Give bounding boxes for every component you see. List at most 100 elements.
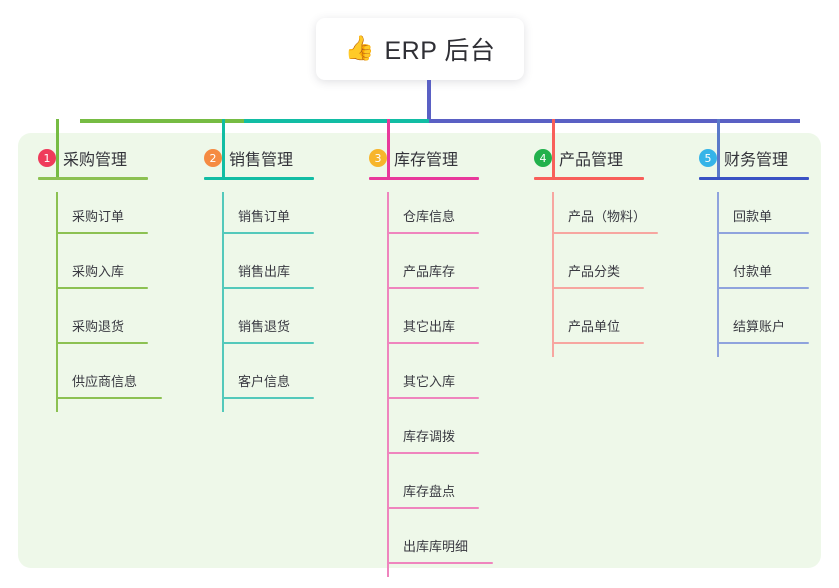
leaf-node-underline xyxy=(387,562,493,564)
leaf-node-underline xyxy=(222,397,314,399)
branch-header-1[interactable]: 1 采购管理 xyxy=(38,146,127,170)
leaf-node-label: 其它出库 xyxy=(403,319,456,334)
leaf-node[interactable]: 出库库明细 xyxy=(387,522,493,577)
leaf-node-underline xyxy=(387,452,479,454)
leaf-node[interactable]: 产品分类 xyxy=(552,247,644,302)
leaf-node[interactable]: 其它入库 xyxy=(387,357,479,412)
branch-header-4[interactable]: 4 产品管理 xyxy=(534,146,623,170)
branch-number-badge: 5 xyxy=(699,149,717,167)
root-stem-line xyxy=(427,80,431,123)
leaf-node-label: 产品分类 xyxy=(568,264,621,279)
branch-column-1: 1 采购管理采购订单采购入库采购退货供应商信息 xyxy=(38,146,162,412)
leaf-node-label: 采购入库 xyxy=(72,264,125,279)
branch-underline xyxy=(204,177,314,180)
branch-underline xyxy=(369,177,479,180)
leaf-node[interactable]: 采购订单 xyxy=(56,192,148,247)
branch-title: 销售管理 xyxy=(229,152,294,169)
leaf-node[interactable]: 库存调拨 xyxy=(387,412,479,467)
leaf-node[interactable]: 回款单 xyxy=(717,192,809,247)
branch-spine-line xyxy=(222,192,224,412)
leaf-node-underline xyxy=(387,507,479,509)
leaf-node-underline xyxy=(717,342,809,344)
leaf-node[interactable]: 库存盘点 xyxy=(387,467,479,522)
leaf-node-label: 产品单位 xyxy=(568,319,621,334)
drop-line-5 xyxy=(717,119,720,177)
branch-column-4: 4 产品管理产品（物料） 产品分类产品单位 xyxy=(534,146,658,357)
leaf-node-underline xyxy=(56,397,162,399)
leaf-node-underline xyxy=(222,342,314,344)
branch-item-list: 采购订单采购入库采购退货供应商信息 xyxy=(56,192,162,412)
leaf-node-underline xyxy=(387,342,479,344)
leaf-node[interactable]: 采购退货 xyxy=(56,302,148,357)
leaf-node[interactable]: 供应商信息 xyxy=(56,357,162,412)
branch-item-list: 产品（物料） 产品分类产品单位 xyxy=(552,192,658,357)
leaf-node[interactable]: 产品（物料） xyxy=(552,192,658,247)
branch-title: 库存管理 xyxy=(394,152,459,169)
branch-number-badge: 3 xyxy=(369,149,387,167)
leaf-node[interactable]: 客户信息 xyxy=(222,357,314,412)
leaf-node-label: 结算账户 xyxy=(733,319,786,334)
leaf-node-underline xyxy=(717,232,809,234)
root-node[interactable]: 👍 ERP 后台 xyxy=(316,18,524,80)
leaf-node-underline xyxy=(56,287,148,289)
leaf-node-label: 付款单 xyxy=(733,264,773,279)
branch-underline xyxy=(38,177,148,180)
branch-title: 采购管理 xyxy=(63,152,128,169)
branch-header-3[interactable]: 3 库存管理 xyxy=(369,146,458,170)
branch-spine-line xyxy=(56,192,58,412)
drop-line-4 xyxy=(552,119,555,177)
drop-line-3 xyxy=(387,119,390,177)
drop-line-1 xyxy=(56,119,59,177)
leaf-node[interactable]: 付款单 xyxy=(717,247,809,302)
leaf-node-underline xyxy=(56,232,148,234)
leaf-node[interactable]: 采购入库 xyxy=(56,247,148,302)
branch-title: 产品管理 xyxy=(559,152,624,169)
leaf-node-label: 客户信息 xyxy=(238,374,291,389)
branch-item-list: 销售订单销售出库销售退货客户信息 xyxy=(222,192,314,412)
leaf-node-underline xyxy=(222,287,314,289)
branch-underline xyxy=(699,177,809,180)
leaf-node[interactable]: 产品库存 xyxy=(387,247,479,302)
branch-number-badge: 1 xyxy=(38,149,56,167)
leaf-node-underline xyxy=(552,287,644,289)
leaf-node[interactable]: 销售退货 xyxy=(222,302,314,357)
branch-spine-line xyxy=(387,192,389,577)
leaf-node-label: 销售出库 xyxy=(238,264,291,279)
leaf-node-label: 仓库信息 xyxy=(403,209,456,224)
trunk-segment-3 xyxy=(429,119,800,123)
branch-spine-line xyxy=(717,192,719,357)
branch-underline xyxy=(534,177,644,180)
leaf-node-label: 出库库明细 xyxy=(403,539,469,554)
leaf-node-label: 库存盘点 xyxy=(403,484,456,499)
leaf-node-underline xyxy=(222,232,314,234)
branch-item-list: 回款单付款单结算账户 xyxy=(717,192,809,357)
branch-spine-line xyxy=(552,192,554,357)
leaf-node[interactable]: 其它出库 xyxy=(387,302,479,357)
leaf-node[interactable]: 销售订单 xyxy=(222,192,314,247)
leaf-node-label: 供应商信息 xyxy=(72,374,138,389)
leaf-node-underline xyxy=(387,397,479,399)
leaf-node[interactable]: 仓库信息 xyxy=(387,192,479,247)
leaf-node-label: 销售订单 xyxy=(238,209,291,224)
root-node-content: 👍 ERP 后台 xyxy=(345,31,496,67)
leaf-node[interactable]: 结算账户 xyxy=(717,302,809,357)
leaf-node-label: 产品库存 xyxy=(403,264,456,279)
leaf-node-underline xyxy=(552,232,658,234)
leaf-node-label: 采购退货 xyxy=(72,319,125,334)
root-node-title: ERP 后台 xyxy=(384,37,496,65)
leaf-node-label: 库存调拨 xyxy=(403,429,456,444)
leaf-node[interactable]: 产品单位 xyxy=(552,302,644,357)
drop-line-2 xyxy=(222,119,225,177)
leaf-node-label: 产品（物料） xyxy=(568,209,647,224)
leaf-node-label: 其它入库 xyxy=(403,374,456,389)
branch-number-badge: 4 xyxy=(534,149,552,167)
leaf-node-underline xyxy=(387,232,479,234)
branch-item-list: 仓库信息产品库存其它出库其它入库库存调拨库存盘点出库库明细 xyxy=(387,192,493,577)
leaf-node-label: 回款单 xyxy=(733,209,773,224)
leaf-node[interactable]: 销售出库 xyxy=(222,247,314,302)
